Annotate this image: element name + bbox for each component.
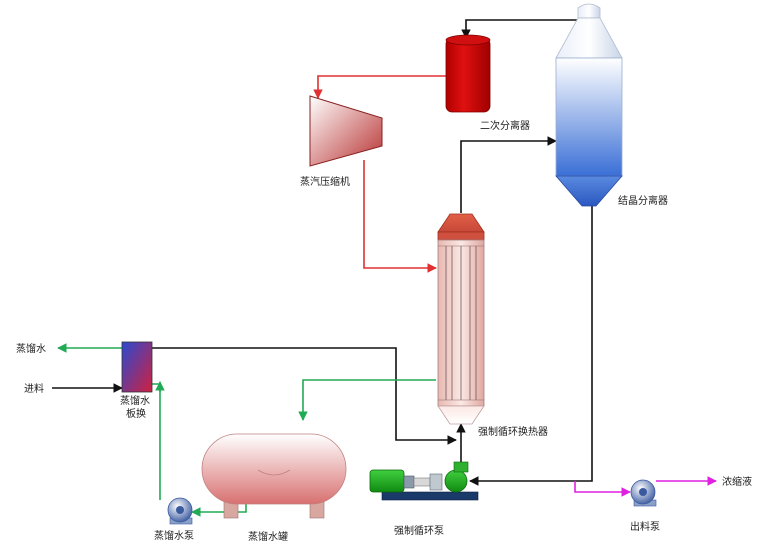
feed-line-to-hx	[150, 347, 457, 445]
steam-line-to-compressor	[313, 75, 446, 99]
forced-circulation-pump	[369, 461, 479, 501]
label-discharge-pump: 出料泵	[630, 520, 660, 533]
label-circulation-pump: 强制循环泵	[394, 524, 444, 537]
label-distilled-water-out: 蒸馏水	[16, 342, 46, 355]
vapor-compressor	[309, 95, 383, 167]
label-plate-hx-line2: 板换	[126, 407, 146, 420]
label-heat-exchanger: 强制循环换热器	[478, 425, 548, 438]
label-crystallization-separator: 结晶分离器	[618, 194, 668, 207]
label-secondary-separator: 二次分离器	[480, 119, 530, 132]
secondary-separator	[445, 34, 491, 113]
label-vapor-compressor: 蒸汽压缩机	[300, 175, 350, 188]
separator-bottom-to-pump	[469, 206, 593, 486]
label-plate-hx-line1: 蒸馏水	[120, 394, 150, 407]
label-feed-in: 进料	[24, 382, 44, 395]
forced-circulation-heat-exchanger	[437, 213, 485, 425]
discharge-line-to-pump	[574, 481, 631, 497]
label-distilled-tank: 蒸馏水罐	[248, 530, 288, 543]
label-concentrate-out: 浓缩液	[722, 475, 752, 488]
pump-to-plate-hx-line	[152, 383, 161, 500]
compressed-steam-line	[363, 160, 437, 273]
label-distilled-pump: 蒸馏水泵	[154, 529, 194, 542]
condensate-line-to-tank	[298, 379, 436, 421]
distilled-water-tank	[201, 433, 347, 519]
distilled-water-pump	[167, 497, 193, 525]
discharge-pump	[630, 479, 657, 507]
crystallization-separator	[555, 3, 623, 207]
plate-heat-exchanger	[121, 341, 153, 393]
hx-outlet-to-separator	[460, 136, 557, 213]
